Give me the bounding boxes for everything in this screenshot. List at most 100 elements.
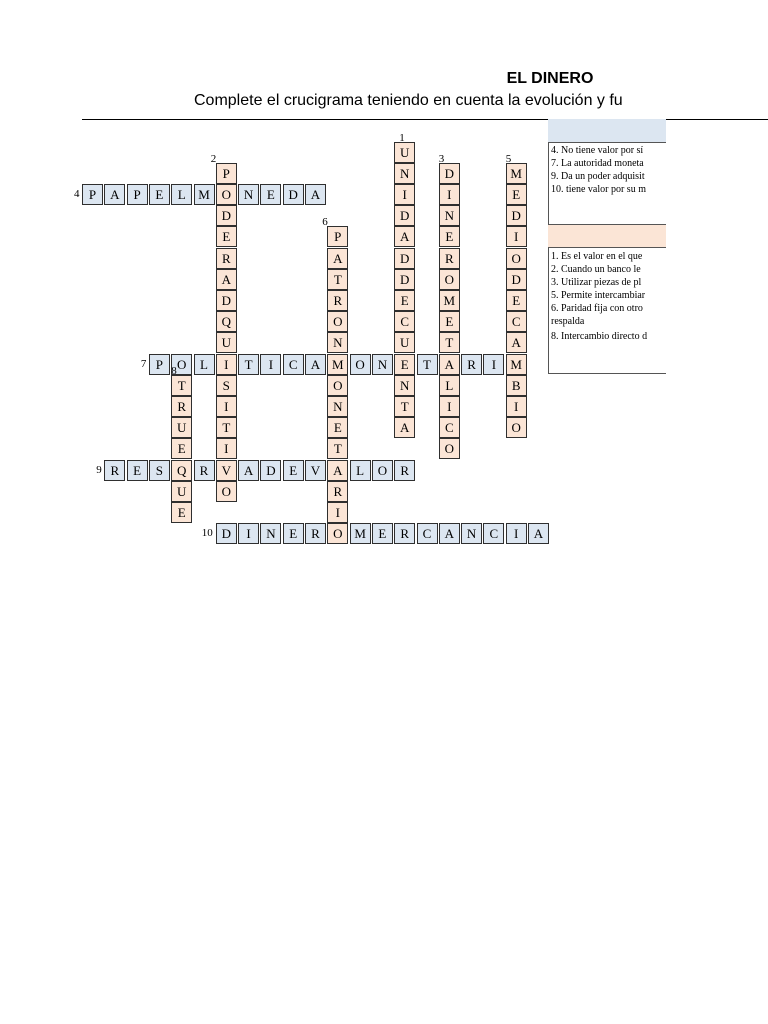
crossword-cell[interactable]: N: [327, 332, 349, 354]
crossword-cell[interactable]: E: [171, 501, 193, 523]
crossword-cell[interactable]: D: [394, 247, 416, 269]
crossword-cell[interactable]: V: [305, 459, 326, 481]
crossword-cell[interactable]: R: [327, 480, 349, 502]
crossword-cell[interactable]: A: [438, 523, 460, 545]
crossword-cell[interactable]: I: [438, 183, 460, 205]
crossword-cell[interactable]: M: [438, 289, 460, 311]
crossword-cell[interactable]: O: [505, 247, 527, 269]
crossword-cell[interactable]: A: [394, 226, 416, 248]
crossword-cell[interactable]: L: [349, 459, 371, 481]
crossword-cell[interactable]: I: [260, 353, 282, 375]
crossword-cell[interactable]: U: [215, 332, 237, 354]
crossword-cell[interactable]: O: [215, 183, 237, 205]
crossword-cell[interactable]: L: [193, 353, 215, 375]
crossword-cell[interactable]: O: [349, 353, 371, 375]
crossword-cell[interactable]: U: [394, 332, 416, 354]
crossword-cell[interactable]: D: [215, 289, 237, 311]
crossword-cell[interactable]: M: [349, 523, 371, 545]
crossword-cell[interactable]: E: [282, 523, 304, 545]
crossword-cell[interactable]: O: [327, 374, 349, 396]
crossword-cell[interactable]: A: [327, 247, 349, 269]
crossword-cell[interactable]: E: [171, 438, 193, 460]
crossword-cell[interactable]: T: [438, 332, 460, 354]
crossword-cell[interactable]: I: [483, 353, 505, 375]
crossword-cell[interactable]: E: [371, 523, 393, 545]
crossword-cell[interactable]: T: [394, 395, 416, 417]
crossword-cell[interactable]: I: [215, 353, 237, 375]
crossword-cell[interactable]: C: [416, 523, 438, 545]
crossword-cell[interactable]: E: [126, 459, 148, 481]
crossword-cell[interactable]: O: [215, 480, 237, 502]
crossword-cell[interactable]: R: [104, 459, 126, 481]
crossword-cell[interactable]: N: [394, 162, 416, 184]
crossword-cell[interactable]: A: [305, 183, 326, 205]
crossword-cell[interactable]: E: [438, 226, 460, 248]
crossword-cell[interactable]: E: [327, 417, 349, 439]
crossword-cell[interactable]: C: [483, 523, 505, 545]
crossword-cell[interactable]: N: [260, 523, 282, 545]
crossword-cell[interactable]: D: [438, 162, 460, 184]
crossword-cell[interactable]: D: [215, 523, 237, 545]
crossword-cell[interactable]: I: [438, 395, 460, 417]
crossword-cell[interactable]: E: [148, 183, 170, 205]
crossword-cell[interactable]: T: [171, 374, 193, 396]
crossword-cell[interactable]: P: [126, 183, 148, 205]
crossword-cell[interactable]: I: [327, 501, 349, 523]
crossword-cell[interactable]: A: [104, 183, 126, 205]
crossword-cell[interactable]: A: [528, 523, 549, 545]
crossword-cell[interactable]: I: [505, 523, 527, 545]
crossword-cell[interactable]: C: [394, 311, 416, 333]
crossword-cell[interactable]: B: [505, 374, 527, 396]
crossword-cell[interactable]: R: [394, 523, 416, 545]
crossword-cell[interactable]: I: [394, 183, 416, 205]
crossword-cell[interactable]: T: [238, 353, 260, 375]
crossword-cell[interactable]: T: [327, 268, 349, 290]
crossword-cell[interactable]: R: [171, 395, 193, 417]
crossword-cell[interactable]: N: [371, 353, 393, 375]
crossword-cell[interactable]: A: [327, 459, 349, 481]
crossword-cell[interactable]: O: [438, 268, 460, 290]
crossword-cell[interactable]: C: [505, 311, 527, 333]
crossword-cell[interactable]: Q: [171, 459, 193, 481]
crossword-cell[interactable]: A: [505, 332, 527, 354]
crossword-cell[interactable]: D: [394, 268, 416, 290]
crossword-cell[interactable]: I: [215, 395, 237, 417]
crossword-cell[interactable]: E: [282, 459, 304, 481]
crossword-cell[interactable]: R: [327, 289, 349, 311]
crossword-cell[interactable]: E: [260, 183, 282, 205]
crossword-cell[interactable]: A: [305, 353, 326, 375]
crossword-cell[interactable]: C: [282, 353, 304, 375]
crossword-cell[interactable]: Q: [215, 311, 237, 333]
crossword-cell[interactable]: U: [394, 141, 416, 163]
crossword-cell[interactable]: M: [505, 162, 527, 184]
crossword-cell[interactable]: E: [438, 311, 460, 333]
crossword-cell[interactable]: P: [327, 226, 349, 248]
crossword-cell[interactable]: T: [416, 353, 438, 375]
crossword-cell[interactable]: E: [505, 183, 527, 205]
crossword-cell[interactable]: E: [215, 226, 237, 248]
crossword-cell[interactable]: D: [505, 205, 527, 227]
crossword-cell[interactable]: I: [215, 438, 237, 460]
crossword-cell[interactable]: T: [327, 438, 349, 460]
crossword-cell[interactable]: C: [438, 417, 460, 439]
crossword-cell[interactable]: E: [394, 289, 416, 311]
crossword-cell[interactable]: I: [505, 226, 527, 248]
crossword-cell[interactable]: O: [327, 523, 349, 545]
crossword-cell[interactable]: O: [171, 353, 193, 375]
crossword-cell[interactable]: O: [505, 417, 527, 439]
crossword-cell[interactable]: A: [215, 268, 237, 290]
crossword-cell[interactable]: A: [438, 353, 460, 375]
crossword-cell[interactable]: N: [327, 395, 349, 417]
crossword-cell[interactable]: S: [215, 374, 237, 396]
crossword-cell[interactable]: N: [394, 374, 416, 396]
crossword-cell[interactable]: O: [438, 438, 460, 460]
crossword-cell[interactable]: D: [282, 183, 304, 205]
crossword-cell[interactable]: O: [371, 459, 393, 481]
crossword-cell[interactable]: L: [171, 183, 193, 205]
crossword-cell[interactable]: M: [193, 183, 215, 205]
crossword-cell[interactable]: N: [238, 183, 260, 205]
crossword-cell[interactable]: P: [148, 353, 170, 375]
crossword-cell[interactable]: M: [505, 353, 527, 375]
crossword-cell[interactable]: A: [394, 417, 416, 439]
crossword-cell[interactable]: V: [215, 459, 237, 481]
